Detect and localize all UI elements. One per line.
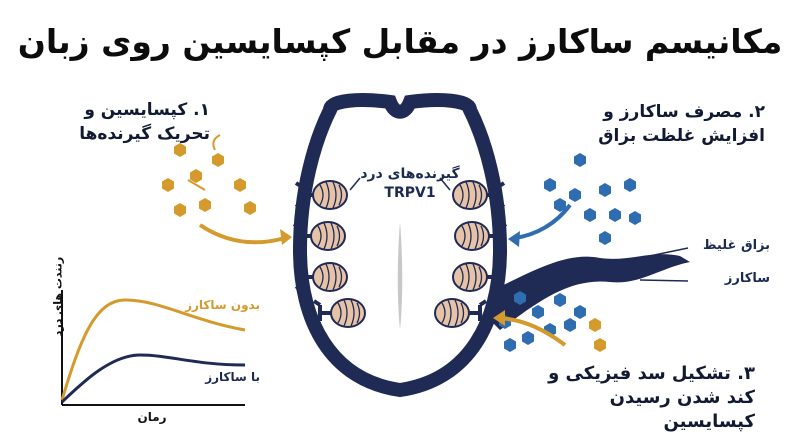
page-title: مکانیسم ساکارز در مقابل کپسایسین روی زبا… [17,22,783,61]
curve-without-sucrose [60,298,246,401]
step1-line1: ۱. کپسایسین و [84,100,210,120]
receptor-label: گیرنده‌های درد TRPV1 [350,165,470,203]
step2-line1: ۲. مصرف ساکارز و [603,102,765,122]
step2-label: ۲. مصرف ساکارز و افزایش غلظت بزاق [560,100,765,148]
capsaicin-arrow [198,223,286,245]
saliva-molecules [544,153,641,245]
saliva-label: بزاق غلیظ [703,238,770,253]
curve-with-sucrose [60,353,246,404]
step3-label: ۳. تشکیل سد فیزیکی و کند شدن رسیدن کپسای… [520,362,755,434]
capsaicin-molecules [162,134,256,217]
barrier-arrow [499,316,567,347]
tongue-midline [397,222,403,330]
chart-y-label: رنندت های درد [51,256,65,337]
step1-line2: تحریک گیرنده‌ها [79,124,210,144]
legend-with-sucrose: با ساکارز [205,370,260,384]
thick-saliva-stream [470,254,690,330]
receptor-label-line2: TRPV1 [384,185,436,201]
legend-without-sucrose: بدون ساکارز [185,298,260,312]
pain-chart [60,290,246,406]
step3-line2: کند شدن رسیدن کپسایسین [609,387,755,432]
step3-line1: ۳. تشکیل سد فیزیکی و [548,363,755,384]
sucrose-label: ساکارز [724,271,770,286]
step1-label: ۱. کپسایسین و تحریک گیرنده‌ها [40,98,210,146]
chart-x-label: رمان [137,410,167,424]
saliva-arrow [514,203,572,240]
step2-line2: افزایش غلظت بزاق [598,126,765,146]
receptor-label-line1: گیرنده‌های درد [360,166,460,182]
